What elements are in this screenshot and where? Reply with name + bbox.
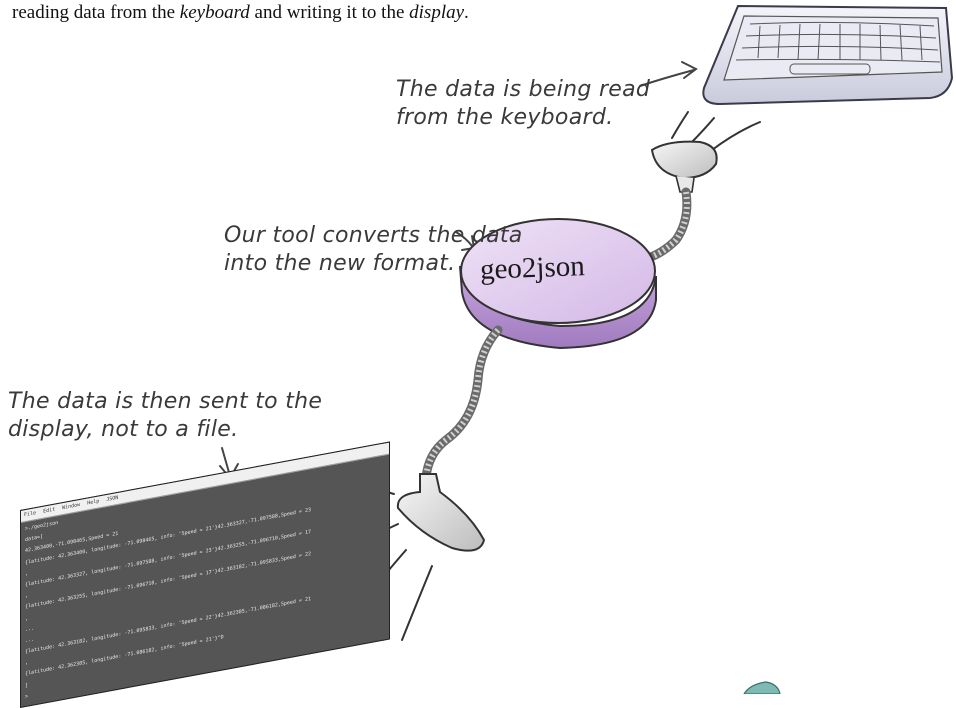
geo2json-device — [459, 218, 657, 350]
arrow-to-keyboard — [639, 61, 698, 87]
annotation-line: display, not to a file. — [8, 417, 239, 442]
annotation-line: Our tool converts the data — [224, 223, 523, 248]
geo2json-label: geo2json — [479, 250, 586, 286]
intro-text: reading data from the keyboard and writi… — [12, 2, 469, 23]
menu-json: JSON — [106, 494, 119, 504]
annotation-line: into the new format. — [224, 251, 456, 276]
corner-decoration — [743, 681, 781, 694]
keyboard-plug-icon — [650, 140, 718, 193]
menu-help: Help — [87, 498, 100, 507]
menu-window: Window — [62, 501, 81, 512]
display-plug-icon — [396, 473, 486, 552]
annotation-line: The data is then sent to the — [8, 389, 323, 414]
menu-edit: Edit — [43, 506, 56, 515]
annotation-display: The data is then sent to the display, no… — [8, 388, 322, 444]
annotation-line: from the keyboard. — [396, 105, 614, 130]
keyboard-icon — [702, 4, 954, 106]
annotation-line: The data is being read — [396, 77, 651, 102]
annotation-keyboard: The data is being read from the keyboard… — [396, 76, 650, 132]
menu-file: File — [24, 510, 37, 519]
annotation-tool: Our tool converts the data into the new … — [224, 222, 523, 278]
